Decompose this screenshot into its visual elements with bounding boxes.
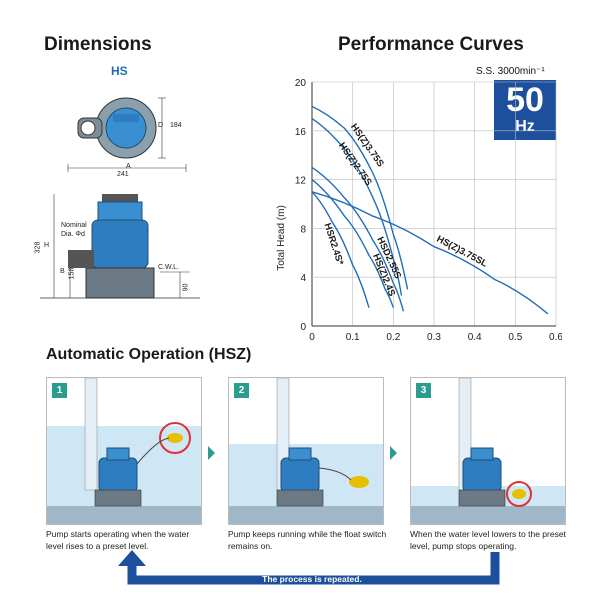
repeat-label: The process is repeated. [262, 574, 362, 584]
y-tick-label: 4 [300, 273, 306, 284]
step-number: 2 [234, 383, 249, 398]
repeat-arrow [118, 550, 500, 585]
cwl-label: C.W.L. [158, 264, 180, 271]
x-tick-label: 0.4 [468, 332, 482, 343]
x-tick-label: 0.6 [549, 332, 562, 343]
x-tick-label: 0.5 [508, 332, 522, 343]
series-line [311, 118, 403, 296]
dim-h-value: 328 [34, 241, 42, 254]
step-caption: When the water level lowers to the prese… [410, 529, 566, 551]
hz-value: 50 [506, 81, 544, 119]
y-tick-label: 0 [300, 322, 306, 333]
speed-label: S.S. 3000min⁻¹ [476, 66, 545, 77]
series-line [311, 191, 549, 315]
series-line [311, 105, 409, 290]
dim-d-value: 184 [170, 122, 182, 129]
step-panel [46, 377, 202, 525]
x-tick-label: 0 [309, 332, 315, 343]
next-step-chevron-icon [390, 446, 397, 460]
automatic-title: Automatic Operation (HSZ) [46, 346, 252, 363]
hz-badge: 50 Hz [494, 80, 556, 140]
pump-side-view [40, 194, 200, 299]
dim-h-label: H [44, 242, 50, 249]
series-line [311, 166, 405, 312]
dim-a-value: 241 [117, 171, 129, 178]
x-tick-label: 0.2 [386, 332, 400, 343]
step-caption: Pump keeps running while the float switc… [228, 529, 387, 551]
model-label: HS [111, 64, 128, 78]
y-tick-label: 16 [295, 127, 307, 138]
step-illustration [47, 378, 201, 524]
step-panel [228, 377, 384, 525]
dimensions-title: Dimensions [44, 34, 152, 55]
x-tick-label: 0.1 [346, 332, 360, 343]
series-label: HS(Z)3.75SL [435, 234, 490, 270]
step-number: 1 [52, 383, 67, 398]
performance-title: Performance Curves [338, 34, 524, 55]
y-tick-label: 20 [295, 78, 307, 89]
step-illustration [229, 378, 383, 524]
dim-a-label: A [126, 163, 131, 170]
step-caption: Pump starts operating when the water lev… [46, 529, 190, 551]
step-illustration [411, 378, 565, 524]
dia-label: Dia. Φd [61, 231, 85, 238]
dim-b-label: B [60, 268, 65, 275]
pump-top-view [67, 97, 187, 172]
y-tick-label: 12 [295, 176, 307, 187]
dim-d-label: D [158, 122, 164, 129]
x-tick-label: 0.3 [427, 332, 441, 343]
step-panel [410, 377, 566, 525]
dim-b-value: 158 [68, 267, 76, 280]
series-line [311, 191, 370, 308]
series-line [311, 179, 394, 308]
y-tick-label: 8 [300, 224, 306, 235]
cwl-value: 90 [182, 283, 190, 292]
next-step-chevron-icon [208, 446, 215, 460]
y-axis-label: Total Head (m) [276, 205, 287, 271]
step-number: 3 [416, 383, 431, 398]
nominal-label: Nominal [61, 222, 87, 229]
